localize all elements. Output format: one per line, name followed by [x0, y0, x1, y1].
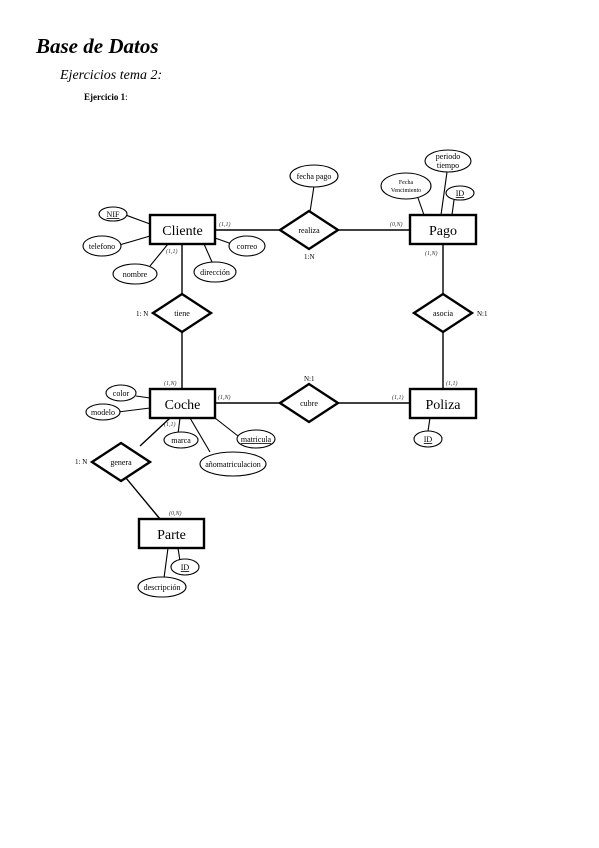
line-parte-id [177, 547, 181, 562]
attribute-marca: marca [163, 431, 199, 449]
attribute-marca-label: marca [171, 436, 191, 445]
cardinality-poliza-cubre: (1,1) [392, 394, 404, 401]
attribute-color-label: color [113, 389, 130, 398]
ratio-realiza: 1:N [304, 253, 315, 261]
cardinality-parte-genera: (0,N) [169, 510, 182, 517]
entity-coche-label: Coche [165, 398, 201, 413]
relationship-tiene: tiene [150, 292, 214, 334]
cardinality-coche-cubre: (1,N) [218, 394, 231, 401]
cardinality-cliente-tiene: (1,1) [166, 248, 178, 255]
attribute-fecha-pago-label: fecha pago [297, 172, 332, 181]
ratio-asocia: N:1 [477, 310, 488, 318]
relationship-tiene-label: tiene [174, 309, 190, 318]
attribute-pago-id-label: ID [456, 189, 465, 198]
line-periodo [440, 171, 448, 216]
line-nif [122, 213, 151, 225]
exercise-heading: Ejercicio 1: [84, 92, 128, 102]
attribute-fecha-vencimiento: Fecha Vencimiento [380, 172, 432, 200]
attribute-parte-id: ID [170, 558, 200, 576]
attribute-nombre-label: nombre [123, 270, 148, 279]
page-title: Base de Datos [36, 34, 159, 58]
ratio-genera: 1: N [75, 458, 87, 466]
attribute-fecha-pago: fecha pago [289, 164, 339, 188]
cardinality-coche-tiene: (1,N) [164, 380, 177, 387]
entity-cliente-label: Cliente [162, 224, 202, 239]
attribute-fecha-vencimiento-line2: Vencimiento [391, 188, 421, 194]
attribute-periodo-line1: periodo [436, 152, 460, 161]
attribute-nif: NIF [98, 206, 128, 222]
attribute-nombre: nombre [112, 263, 158, 285]
ratio-cubre: N:1 [304, 375, 315, 383]
attribute-parte-id-label: ID [181, 563, 190, 572]
entity-pago-label: Pago [429, 224, 457, 239]
attribute-nif-label: NIF [107, 210, 120, 219]
attribute-matricula-label: matricula [241, 435, 272, 444]
attribute-telefono: telefono [82, 235, 122, 257]
cardinality-poliza-asocia: (1,1) [446, 380, 458, 387]
relationship-genera-label: genera [110, 458, 132, 467]
line-fecha-vencimiento [417, 197, 425, 216]
entity-poliza-label: Poliza [426, 398, 462, 413]
exercise-suffix: : [125, 92, 128, 102]
entity-parte-label: Parte [157, 528, 186, 543]
attribute-correo: correo [228, 235, 266, 257]
attribute-fecha-vencimiento-line1: Fecha [399, 180, 414, 186]
attribute-periodo-line2: tiempo [437, 161, 459, 170]
attribute-descripcion: descripción [137, 576, 187, 598]
attribute-anio-matriculacion: añomatriculacion [199, 451, 267, 477]
attribute-modelo-label: modelo [91, 408, 115, 417]
line-color [135, 395, 151, 399]
ratio-tiene: 1: N [136, 310, 148, 318]
relationship-realiza-label: realiza [298, 226, 320, 235]
entity-pago: Pago [408, 213, 478, 246]
cardinality-cliente-realiza: (1,1) [219, 221, 231, 228]
attribute-pago-id: ID [445, 185, 475, 201]
exercise-label: Ejercicio 1 [84, 92, 126, 102]
relationship-genera: genera [89, 441, 153, 483]
line-nombre [149, 243, 169, 267]
line-poliza-id [427, 417, 431, 432]
line-direccion [203, 243, 213, 263]
cardinality-pago-realiza: (0,N) [390, 221, 403, 228]
relationship-cubre: cubre [277, 382, 341, 424]
entity-coche: Coche [148, 387, 217, 420]
cardinality-pago-asocia: (1,N) [425, 250, 438, 257]
entity-poliza: Poliza [408, 387, 478, 420]
line-pago-id [451, 199, 455, 216]
line-modelo [117, 407, 151, 413]
attribute-anio-matriculacion-label: añomatriculacion [205, 460, 261, 469]
relationship-asocia: asocia [411, 292, 475, 334]
relationship-realiza: realiza [277, 209, 341, 251]
attribute-periodo-tiempo: periodo tiempo [424, 149, 472, 173]
line-coche-genera [139, 417, 171, 447]
attribute-correo-label: correo [237, 242, 257, 251]
relationship-asocia-label: asocia [433, 309, 453, 318]
line-descripcion [163, 547, 169, 579]
line-telefono [115, 235, 151, 247]
relationship-cubre-label: cubre [300, 399, 318, 408]
entity-cliente: Cliente [148, 213, 217, 246]
line-anio [189, 417, 211, 453]
attribute-poliza-id-label: ID [424, 435, 433, 444]
connector-lines [115, 171, 455, 579]
page-subtitle: Ejercicios tema 2: [60, 68, 163, 83]
line-fecha-pago [309, 185, 315, 213]
attribute-poliza-id: ID [413, 430, 443, 448]
cardinality-coche-genera: (1,1) [164, 421, 176, 428]
entity-parte: Parte [137, 517, 206, 550]
attribute-direccion-label: dirección [200, 268, 230, 277]
line-matricula [214, 417, 239, 437]
attribute-direccion: dirección [193, 261, 237, 283]
line-genera-parte [125, 477, 161, 520]
attribute-telefono-label: telefono [89, 242, 115, 251]
line-marca [177, 417, 181, 435]
attribute-color: color [105, 384, 137, 402]
attribute-descripcion-label: descripción [144, 583, 181, 592]
attribute-modelo: modelo [85, 403, 121, 421]
attribute-matricula: matricula [236, 429, 276, 449]
